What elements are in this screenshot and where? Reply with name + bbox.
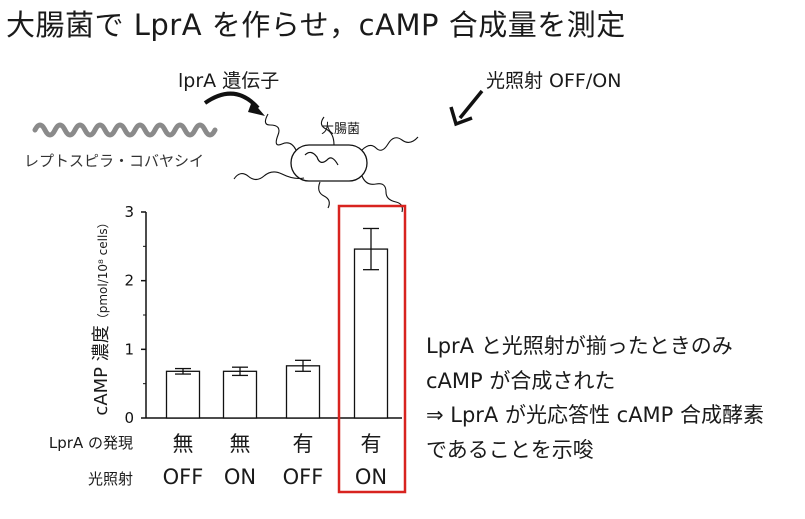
page-title: 大腸菌で LprA を作らせ，cAMP 合成量を測定	[6, 8, 626, 42]
light-cell: ON	[223, 465, 257, 489]
leptospira-icon	[32, 122, 218, 138]
y-axis-unit: （pmol/10⁸ cells）	[96, 216, 110, 326]
y-tick-label: 2	[124, 272, 134, 290]
y-tick-label: 3	[124, 203, 134, 221]
expression-cell: 無	[229, 432, 251, 456]
bar	[285, 365, 321, 419]
conclusion-line: LprA と光照射が揃ったときのみ	[426, 334, 733, 358]
bar	[222, 370, 258, 419]
conclusion-line: ⇒ LprA が光応答性 cAMP 合成酵素	[426, 403, 765, 427]
bar	[165, 370, 201, 419]
ecoli-plasmid-icon	[304, 151, 339, 166]
ecoli-label: 大腸菌	[321, 122, 361, 137]
conclusion-line: であることを示唆	[426, 438, 594, 462]
row-header-light: 光照射	[87, 470, 133, 488]
gene-label: lprA 遺伝子	[178, 70, 280, 92]
y-axis-label: cAMP 濃度（pmol/10⁸ cells）	[87, 216, 113, 415]
bar-chart: 0 1 2 3	[124, 203, 407, 494]
flagella-icon	[233, 113, 419, 213]
highlight-box	[337, 204, 407, 494]
ecoli-icon	[290, 144, 368, 182]
y-tick-label: 0	[124, 409, 134, 427]
gene-arrow-icon	[203, 91, 260, 110]
light-cell: ON	[354, 465, 388, 489]
y-axis-title: cAMP 濃度	[91, 325, 112, 416]
light-arrowhead-icon	[449, 106, 473, 127]
leptospira-label: レプトスピラ・コバヤシイ	[24, 152, 205, 170]
gene-arrowhead-icon	[248, 101, 265, 116]
expression-cell: 有	[292, 432, 314, 456]
y-tick-label: 1	[124, 340, 134, 358]
expression-cell: 有	[360, 432, 382, 456]
light-cell: OFF	[162, 465, 204, 489]
light-arrow-icon	[458, 89, 484, 120]
bar	[353, 248, 389, 419]
conclusion-line: cAMP が合成された	[426, 369, 616, 393]
row-header-expression: LprA の発現	[48, 434, 133, 452]
light-cell: OFF	[282, 465, 324, 489]
expression-cell: 無	[172, 432, 194, 456]
light-label: 光照射 OFF/ON	[486, 70, 622, 92]
